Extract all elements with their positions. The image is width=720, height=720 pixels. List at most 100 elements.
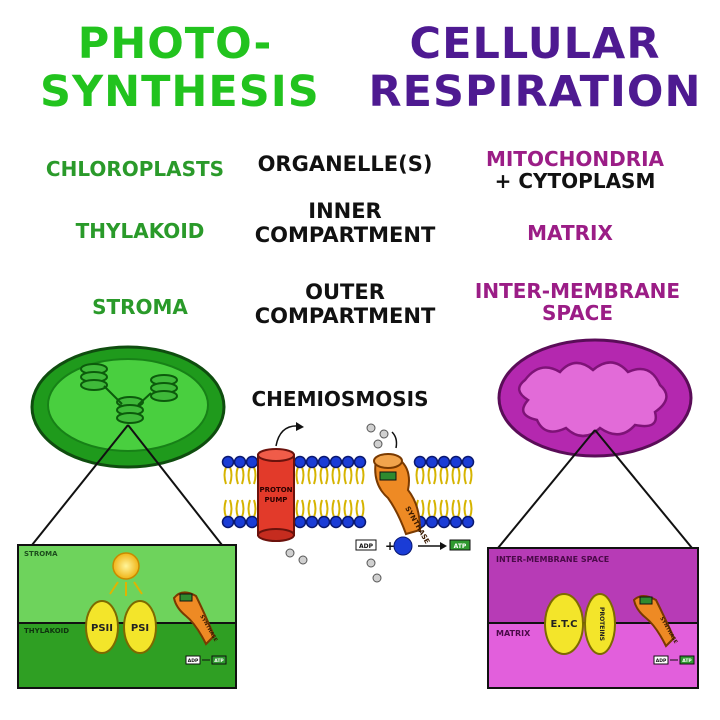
intermembrane-line2: SPACE (541, 301, 614, 326)
phospholipid-tail (415, 466, 425, 485)
respiration-title-line1: CELLULAR (409, 19, 661, 69)
phospholipid-tail (427, 466, 437, 485)
mitochondria-inset: INTER-MEMBRANE SPACE MATRIX E.T.C PROTEI… (487, 547, 699, 689)
phospholipid-tail (355, 466, 365, 485)
phospholipid-tail (247, 499, 257, 518)
phospholipid-head (437, 515, 451, 529)
plus-label: + (385, 539, 395, 553)
outer-compartment-line1: OUTER (305, 280, 385, 304)
phospholipid-tail (463, 499, 473, 518)
proton-pump-label-line1: PROTON (259, 486, 292, 494)
inset-adp-label: ADP (188, 658, 199, 664)
phospholipid-head (317, 455, 331, 469)
stroma-label: STROMA (92, 295, 188, 319)
phospholipid-head (353, 515, 367, 529)
mitochondria-label-line2: + CYTOPLASM (494, 169, 656, 194)
phospholipid-head (341, 455, 355, 469)
phospholipid-tail (451, 466, 461, 485)
phospholipid-head (461, 515, 475, 529)
phospholipid-tail (319, 499, 329, 518)
phospholipid-tail (223, 499, 233, 518)
photosynthesis-title: PHOTO- SYNTHESIS (40, 19, 320, 118)
phospholipid-head (293, 515, 307, 529)
phospholipid-head (425, 515, 439, 529)
phospholipid-tail (307, 499, 317, 518)
phospholipid-head (341, 515, 355, 529)
psi-label: PSI (131, 623, 149, 634)
atp-label: ATP (454, 543, 467, 550)
phospholipid-tail (307, 466, 317, 485)
phospholipid-tail (295, 466, 305, 485)
phospholipid-head (245, 515, 259, 529)
phospholipid-tail (343, 499, 353, 518)
thylakoid-label: THYLAKOID (75, 219, 205, 243)
inner-compartment-line1: INNER (308, 199, 382, 223)
phospholipid-head (221, 455, 235, 469)
phospholipid-tail (463, 466, 473, 485)
phospholipid-head (329, 515, 343, 529)
membrane-diagram (221, 455, 475, 529)
inset-thylakoid-label: THYLAKOID (24, 627, 69, 635)
phospholipid-head (437, 455, 451, 469)
inset-stroma-label: STROMA (24, 550, 58, 558)
respiration-title-line2: RESPIRATION (368, 67, 702, 118)
organelles-label: ORGANELLE(S) (257, 152, 433, 176)
phospholipid-tail (223, 466, 233, 485)
phospholipid-head (353, 455, 367, 469)
psii-label: PSII (91, 623, 113, 634)
phospholipid-head (449, 515, 463, 529)
inset2-adp-label: ADP (656, 658, 667, 664)
phospholipid-tail (355, 499, 365, 518)
phospholipid-head (305, 455, 319, 469)
phospholipid-tail (439, 466, 449, 485)
phospholipid-head (425, 455, 439, 469)
mitochondria-label: MITOCHONDRIA + CYTOPLASM (455, 148, 695, 193)
inset-atp-label: ATP (214, 658, 224, 664)
outer-compartment-line2: COMPARTMENT (254, 303, 436, 328)
inner-compartment-line2: COMPARTMENT (254, 222, 436, 247)
phospholipid-head (413, 455, 427, 469)
phospholipid-tail (235, 466, 245, 485)
chemiosmosis-label: CHEMIOSMOSIS (251, 387, 429, 411)
phospholipid-tail (331, 499, 341, 518)
phospholipid-tail (343, 466, 353, 485)
phospholipid-tail (439, 499, 449, 518)
chloroplast-inset: STROMA THYLAKOID PSII PSI SYNTHASE ADP A… (17, 544, 237, 689)
mitochondria-organelle (497, 338, 693, 458)
intermembrane-label: INTER-MEMBRANE SPACE (455, 280, 700, 325)
phospholipid-head (449, 455, 463, 469)
chloroplasts-label: CHLOROPLASTS (45, 157, 225, 181)
inset2-atp-label: ATP (682, 658, 692, 664)
proton-pump: PROTON PUMP (257, 448, 295, 542)
phospholipid-tail (235, 499, 245, 518)
inner-compartment-label: INNER COMPARTMENT (240, 199, 450, 247)
phospholipid-head (329, 455, 343, 469)
respiration-title: CELLULAR RESPIRATION (360, 20, 710, 116)
intermembrane-line1: INTER-MEMBRANE (474, 279, 681, 303)
phospholipid-tail (319, 466, 329, 485)
photosynthesis-title-line1: PHOTO- (77, 19, 273, 69)
adp-label: ADP (359, 543, 374, 550)
phospholipid-head (317, 515, 331, 529)
outer-compartment-label: OUTER COMPARTMENT (240, 280, 450, 328)
matrix-label: MATRIX (527, 221, 613, 245)
phospholipid-head (293, 455, 307, 469)
inset-intermembrane-label: INTER-MEMBRANE SPACE (496, 555, 609, 564)
phospholipid-head (245, 455, 259, 469)
phospholipid-head (461, 455, 475, 469)
chloroplast-organelle (30, 345, 226, 469)
phospholipid-tail (295, 499, 305, 518)
inset-matrix-label: MATRIX (496, 629, 531, 638)
sun-icon (109, 552, 143, 596)
phospholipid-tail (427, 499, 437, 518)
adp-atp-reaction: ADP + ATP (355, 536, 471, 556)
phospholipid-head (305, 515, 319, 529)
phospholipid-tail (331, 466, 341, 485)
phospholipid-head (233, 455, 247, 469)
mitochondria-label-line1: MITOCHONDRIA (485, 147, 665, 171)
phospholipid-tail (451, 499, 461, 518)
photosynthesis-title-line2: SYNTHESIS (40, 67, 320, 118)
phospholipid-head (233, 515, 247, 529)
phospholipid-tail (247, 466, 257, 485)
